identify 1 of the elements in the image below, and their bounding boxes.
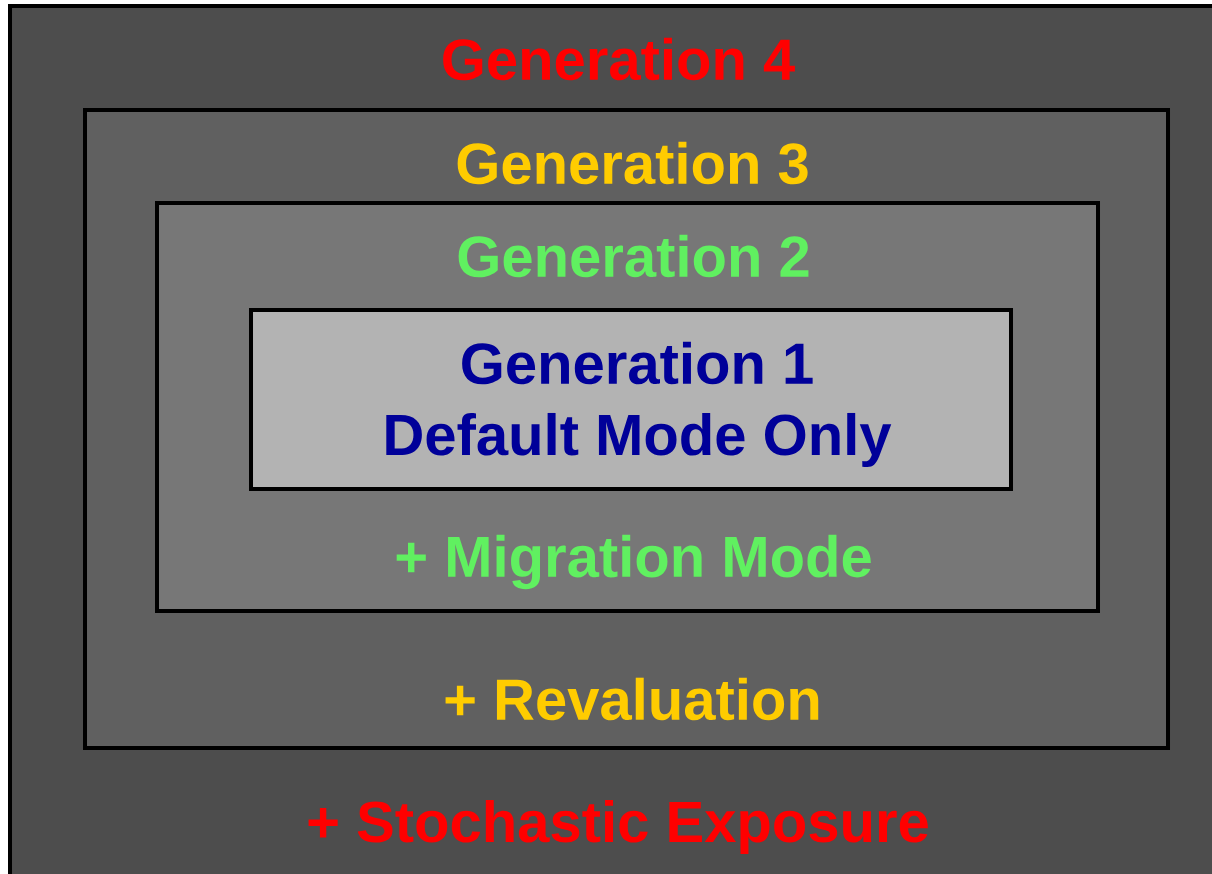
generation-box: Generation 1 Default Mode Only bbox=[249, 308, 1013, 491]
